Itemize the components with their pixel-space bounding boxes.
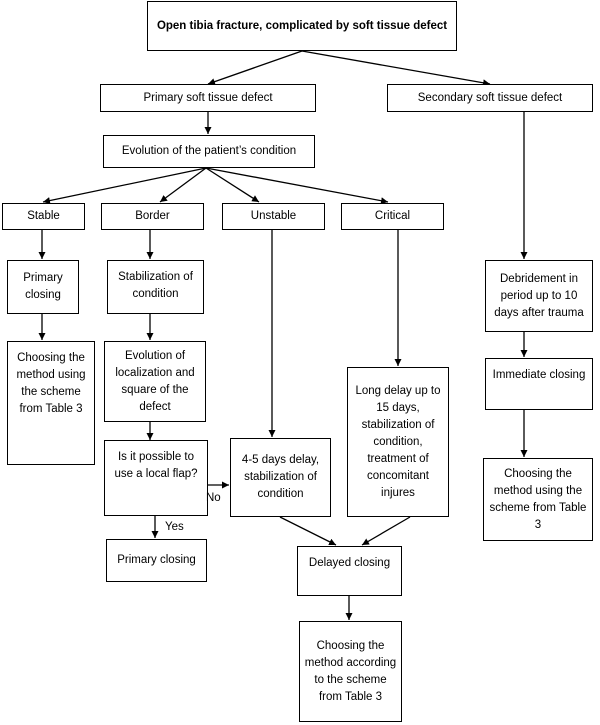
arrow-root-to-secondary	[301, 50, 491, 87]
primary-closing-stable-node: Primary closing	[7, 260, 79, 314]
immediate-closing-node: Immediate closing	[485, 358, 593, 410]
primary-closing-yes-node: Primary closing	[106, 539, 207, 582]
edge-label-yes: Yes	[165, 521, 184, 533]
long-delay-node: Long delay up to 15 days, stabilization …	[347, 367, 449, 517]
critical-node: Critical	[341, 203, 444, 230]
arrow-long-delay-to-delayed-closing	[361, 516, 411, 546]
root-node: Open tibia fracture, complicated by soft…	[147, 1, 457, 51]
arrow-root-to-primary	[207, 50, 303, 85]
choosing-method-secondary-node: Choosing the method using the scheme fro…	[483, 458, 593, 541]
debridement-node: Debridement in period up to 10 days afte…	[485, 260, 593, 332]
unstable-node: Unstable	[222, 203, 325, 230]
secondary-defect-node: Secondary soft tissue defect	[387, 84, 593, 112]
evolution-condition-node: Evolution of the patient’s condition	[103, 135, 315, 168]
choosing-method-delayed-node: Choosing the method according to the sch…	[299, 621, 402, 722]
arrow-delay-to-delayed-closing	[279, 516, 337, 546]
delayed-closing-node: Delayed closing	[297, 546, 402, 596]
evolution-localization-node: Evolution of localization and square of …	[104, 341, 206, 422]
primary-defect-node: Primary soft tissue defect	[100, 84, 316, 112]
stable-node: Stable	[2, 203, 85, 230]
arrow-evolution-to-border	[159, 167, 207, 203]
arrow-evolution-to-unstable	[205, 167, 260, 203]
local-flap-question-node: Is it possible to use a local flap?	[104, 440, 208, 516]
delay-4-5-days-node: 4-5 days delay, stabilization of conditi…	[230, 438, 331, 517]
choosing-method-stable-node: Choosing the method using the scheme fro…	[7, 341, 95, 465]
edge-label-no: No	[206, 492, 221, 504]
stabilization-node: Stabilization of condition	[107, 260, 204, 314]
border-node: Border	[101, 203, 204, 230]
arrow-evolution-to-stable	[42, 167, 207, 204]
arrow-evolution-to-critical	[205, 167, 389, 205]
